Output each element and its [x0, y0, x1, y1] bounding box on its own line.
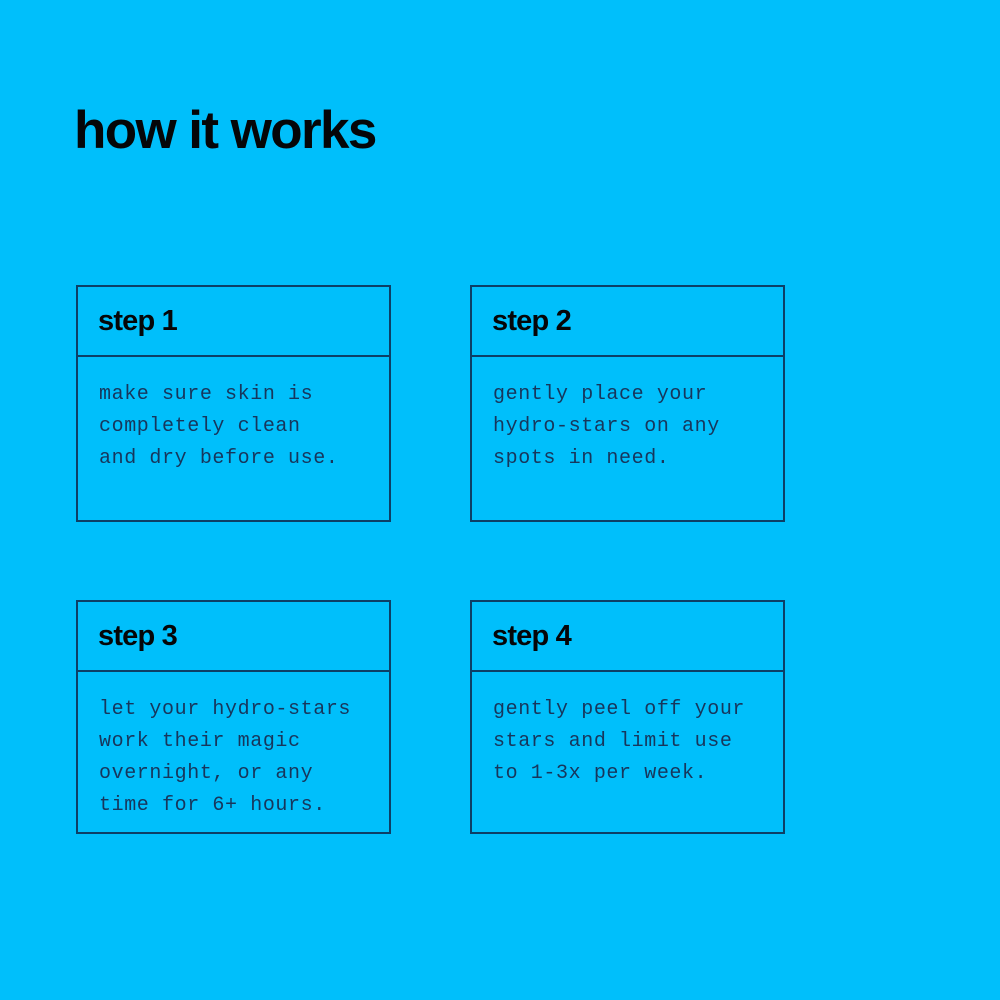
steps-row-1: step 1 make sure skin is completely clea… [76, 285, 788, 522]
step-card-3-body: let your hydro-stars work their magic ov… [78, 672, 389, 832]
step-card-1-title: step 1 [98, 305, 178, 337]
page-title: how it works [74, 101, 377, 160]
step-card-3-title: step 3 [98, 620, 178, 652]
step-card-4-body: gently peel off your stars and limit use… [472, 672, 783, 832]
step-card-4-title: step 4 [492, 620, 572, 652]
step-card-1-body: make sure skin is completely clean and d… [78, 357, 389, 520]
step-card-2: step 2 gently place your hydro-stars on … [470, 285, 785, 522]
step-card-2-header: step 2 [472, 287, 783, 357]
steps-grid: step 1 make sure skin is completely clea… [76, 285, 788, 834]
step-card-3-header: step 3 [78, 602, 389, 672]
step-card-4: step 4 gently peel off your stars and li… [470, 600, 785, 834]
step-card-2-text: gently place your hydro-stars on any spo… [493, 383, 720, 470]
steps-row-2: step 3 let your hydro-stars work their m… [76, 600, 788, 834]
step-card-2-title: step 2 [492, 305, 572, 337]
step-card-1-header: step 1 [78, 287, 389, 357]
step-card-3: step 3 let your hydro-stars work their m… [76, 600, 391, 834]
step-card-2-body: gently place your hydro-stars on any spo… [472, 357, 783, 520]
step-card-4-header: step 4 [472, 602, 783, 672]
step-card-3-text: let your hydro-stars work their magic ov… [99, 698, 352, 817]
step-card-1-text: make sure skin is completely clean and d… [99, 383, 339, 470]
step-card-4-text: gently peel off your stars and limit use… [493, 698, 746, 785]
step-card-1: step 1 make sure skin is completely clea… [76, 285, 391, 522]
